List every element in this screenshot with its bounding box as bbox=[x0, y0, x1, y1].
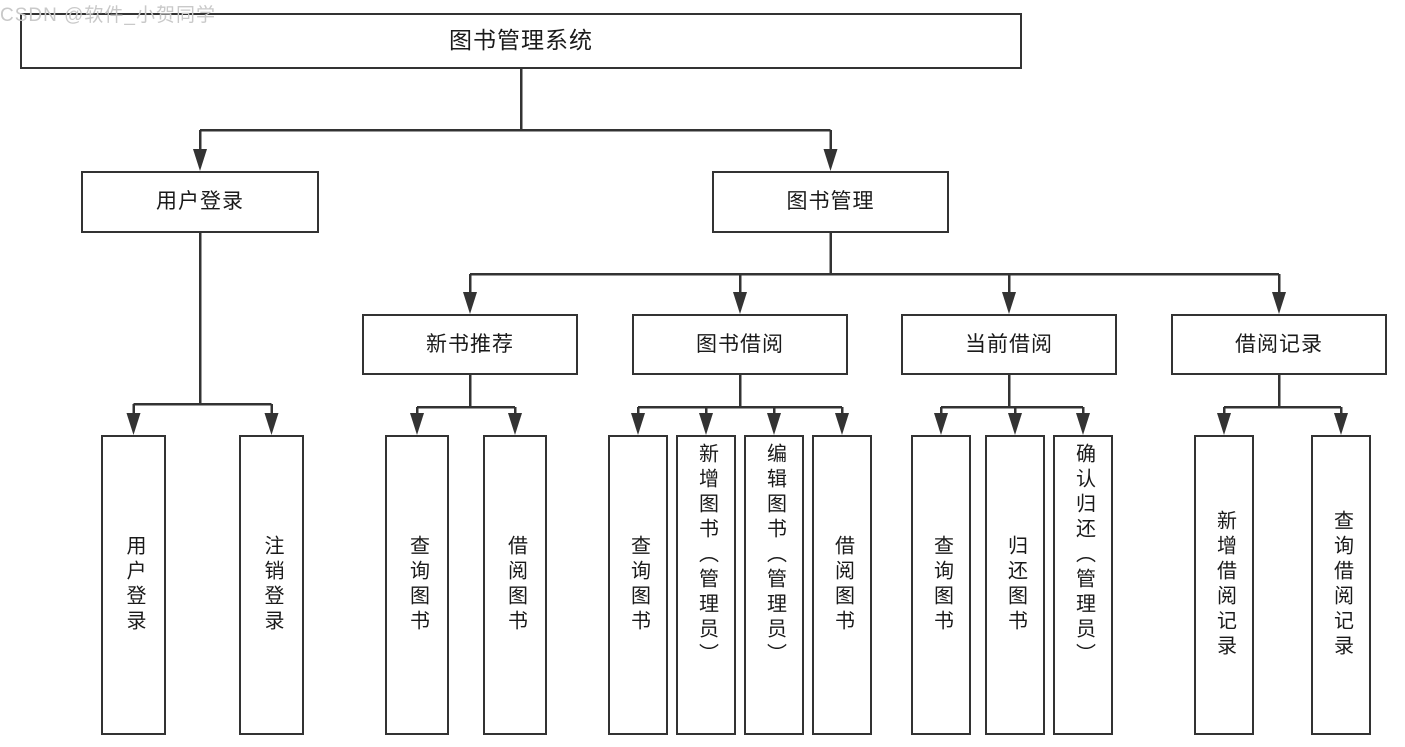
node-borrow-record: 借阅记录 bbox=[1171, 314, 1387, 375]
node-leaf-user-logout: 注销登录 bbox=[239, 435, 304, 735]
node-label: 编辑图书（管理员） bbox=[763, 443, 786, 668]
node-label: 图书管理系统 bbox=[449, 27, 593, 54]
node-label: 借阅记录 bbox=[1235, 332, 1323, 356]
node-leaf-borrow-edit: 编辑图书（管理员） bbox=[744, 435, 804, 735]
node-label: 用户登录 bbox=[123, 535, 145, 635]
node-label: 当前借阅 bbox=[965, 332, 1053, 356]
node-label: 查询图书 bbox=[406, 535, 429, 635]
node-label: 新增借阅记录 bbox=[1213, 510, 1236, 660]
node-label: 查询图书 bbox=[627, 535, 650, 635]
node-label: 注销登录 bbox=[261, 535, 283, 635]
node-book-borrow: 图书借阅 bbox=[632, 314, 848, 375]
node-label: 新增图书（管理员） bbox=[695, 443, 718, 668]
node-label: 用户登录 bbox=[156, 190, 244, 214]
node-label: 借阅图书 bbox=[504, 535, 527, 635]
node-leaf-rec-query: 查询图书 bbox=[385, 435, 449, 735]
node-leaf-borrow-add: 新增图书（管理员） bbox=[676, 435, 736, 735]
node-label: 查询图书 bbox=[930, 535, 953, 635]
node-leaf-rec-search: 查询借阅记录 bbox=[1311, 435, 1371, 735]
node-label: 查询借阅记录 bbox=[1330, 510, 1353, 660]
node-leaf-borrow-query: 查询图书 bbox=[608, 435, 668, 735]
node-leaf-user-login: 用户登录 bbox=[101, 435, 166, 735]
csdn-watermark: CSDN @软件_小贺同学 bbox=[0, 5, 216, 26]
node-book-manage: 图书管理 bbox=[712, 171, 949, 233]
node-leaf-cur-confirm: 确认归还（管理员） bbox=[1053, 435, 1113, 735]
node-label: 归还图书 bbox=[1004, 535, 1027, 635]
node-leaf-borrow-do: 借阅图书 bbox=[812, 435, 872, 735]
node-leaf-rec-add: 新增借阅记录 bbox=[1194, 435, 1254, 735]
node-user-login: 用户登录 bbox=[81, 171, 319, 233]
node-current-borrow: 当前借阅 bbox=[901, 314, 1117, 375]
node-label: 确认归还（管理员） bbox=[1072, 443, 1095, 668]
node-label: 图书借阅 bbox=[696, 332, 784, 356]
node-new-book-rec: 新书推荐 bbox=[362, 314, 578, 375]
node-label: 借阅图书 bbox=[831, 535, 854, 635]
node-leaf-cur-return: 归还图书 bbox=[985, 435, 1045, 735]
node-leaf-cur-query: 查询图书 bbox=[911, 435, 971, 735]
node-root: 图书管理系统 bbox=[20, 13, 1022, 69]
node-label: 新书推荐 bbox=[426, 332, 514, 356]
node-label: 图书管理 bbox=[786, 190, 875, 214]
node-leaf-rec-borrow: 借阅图书 bbox=[483, 435, 547, 735]
